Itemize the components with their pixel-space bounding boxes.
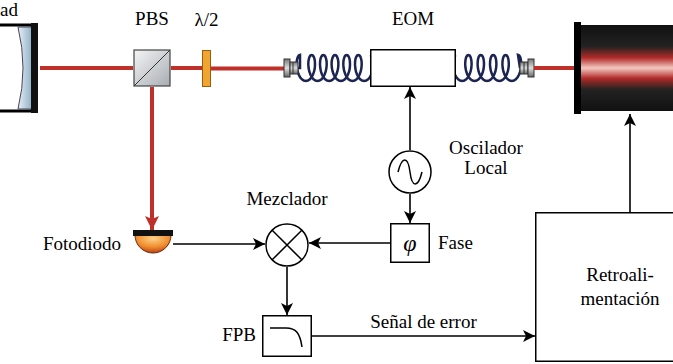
signal-wire (312, 335, 535, 337)
laser (574, 22, 673, 114)
fiber-coil (453, 55, 521, 81)
oscillator-symbol: Oscilador Local (388, 150, 432, 194)
cavity: ad (0, 22, 40, 114)
part-name: EOM (392, 9, 434, 29)
part-name: PBS (135, 9, 169, 29)
part-name: FPB (222, 325, 256, 345)
modulator-box: EOM (370, 49, 456, 87)
fiber-coil (297, 55, 374, 81)
part-name: Mezclador (246, 189, 327, 209)
signal-wire (173, 243, 265, 245)
mixer-symbol: Mezclador (265, 223, 309, 267)
text-holder: φ (390, 223, 430, 263)
phase-symbol: φ (403, 230, 416, 257)
fiber-connector (520, 59, 534, 77)
part-name: Fase (438, 233, 473, 253)
photodiode-shape (133, 230, 173, 258)
laser-beam (150, 87, 154, 230)
lowpass-filter-shape (262, 315, 312, 357)
laser-beam (40, 66, 133, 70)
part-name: λ/2 (195, 10, 219, 30)
control-arrow (629, 114, 631, 212)
beam-splitter-shape (133, 49, 171, 87)
beam-splitter: PBS (133, 49, 171, 87)
signal-wire (309, 242, 390, 244)
waveplate-shape (202, 50, 211, 87)
waveplate: λ/2 (202, 50, 211, 87)
laser-beam (171, 66, 202, 70)
cavity-label: ad (0, 0, 18, 20)
phase-box: φFase (390, 223, 430, 263)
signal-wire (409, 194, 411, 223)
lowpass-filter: FPB (262, 315, 312, 357)
signal-name: Señal de error (367, 312, 480, 332)
photodiode: Fotodiodo (133, 230, 173, 258)
oscillator-symbol-shape (388, 150, 432, 194)
process-label: Retroali- mentación (549, 263, 673, 311)
signal-wire (409, 87, 411, 150)
signal-wire (286, 267, 288, 315)
mixer-symbol-shape (265, 223, 309, 267)
feedback-box-shape (535, 212, 673, 362)
fiber-connector (284, 59, 298, 77)
modulator-box-shape (370, 49, 456, 87)
part-name: Fotodiodo (43, 234, 121, 254)
feedback-box: Retroali- mentación (535, 212, 673, 362)
laser-beam (534, 66, 576, 70)
cavity-shape (0, 22, 40, 114)
part-name: Oscilador Local (440, 138, 532, 178)
text-holder: Retroali- mentación (535, 212, 673, 362)
